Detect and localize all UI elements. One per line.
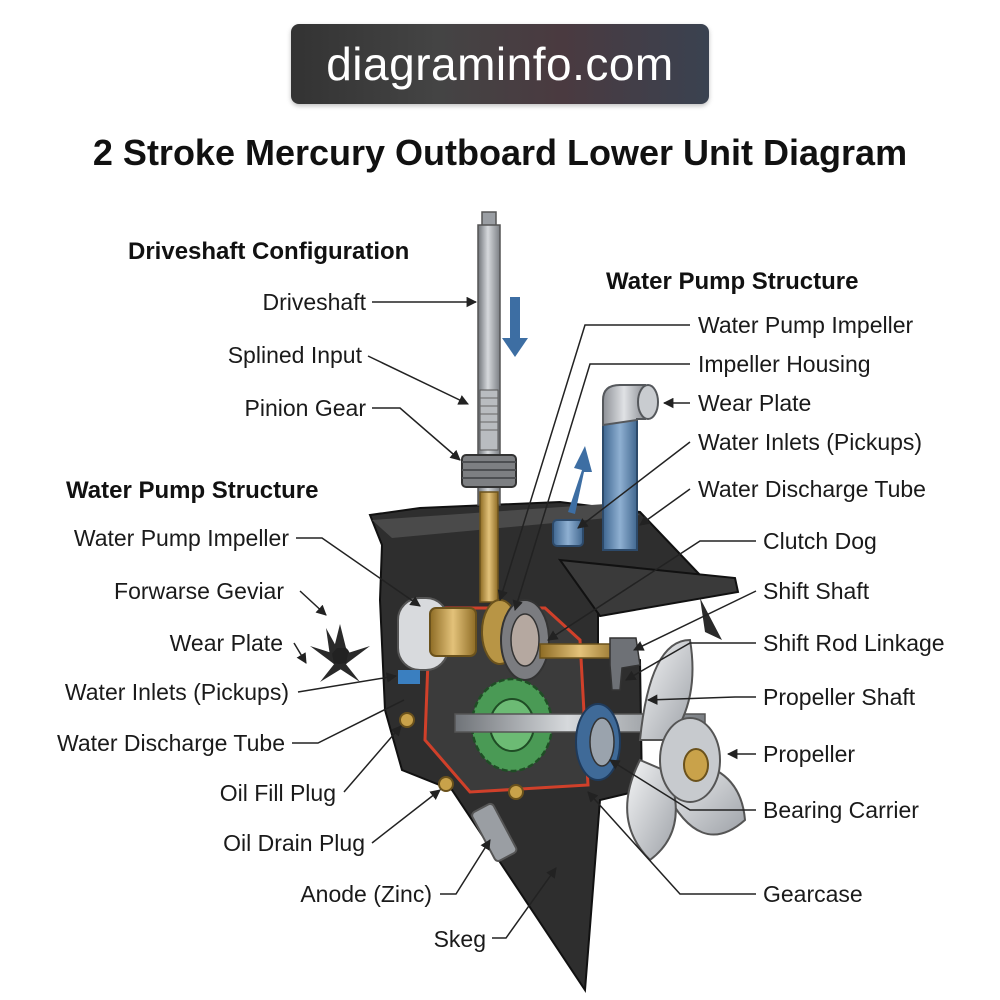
driveshaft	[477, 211, 501, 603]
label-oil-fill-plug: Oil Fill Plug	[219, 780, 336, 806]
oil-drain-plug	[438, 776, 454, 792]
heading-water-pump-structure-right: Water Pump Structure	[606, 268, 859, 295]
label-oil-drain-plug: Oil Drain Plug	[223, 830, 365, 856]
diagram-title: 2 Stroke Mercury Outboard Lower Unit Dia…	[92, 132, 908, 173]
leader-lines-right	[497, 324, 757, 895]
leader-lines-left	[292, 296, 557, 939]
water-inlet-port	[552, 519, 584, 547]
bearing-carrier	[575, 703, 621, 781]
heading-driveshaft-configuration: Driveshaft Configuration	[128, 238, 410, 265]
watermark-text: diagraminfo.com	[326, 38, 674, 90]
watermark-banner: diagraminfo.com	[291, 24, 709, 104]
elbow-opening	[637, 384, 659, 420]
label-splined-input: Splined Input	[227, 342, 362, 368]
water-pump-impeller-part	[310, 624, 370, 682]
label-shift-rod-linkage: Shift Rod Linkage	[763, 630, 945, 656]
oil-fill-plug	[399, 712, 415, 728]
label-water-pump-impeller-right: Water Pump Impeller	[698, 312, 914, 338]
propeller	[626, 638, 747, 862]
water-discharge-tube	[602, 417, 638, 551]
label-propeller: Propeller	[763, 741, 856, 767]
label-impeller-housing: Impeller Housing	[698, 351, 871, 377]
label-water-discharge-tube-right: Water Discharge Tube	[698, 476, 926, 502]
label-water-inlets-right: Water Inlets (Pickups)	[698, 429, 923, 455]
pinion-gear	[461, 454, 517, 488]
label-wear-plate-right: Wear Plate	[698, 390, 812, 416]
label-bearing-carrier: Bearing Carrier	[763, 797, 919, 823]
label-propeller-shaft: Propeller Shaft	[763, 684, 916, 710]
label-forward-gear: Forwarse Geviar	[114, 578, 284, 604]
anode-zinc	[471, 802, 518, 862]
label-shift-shaft: Shift Shaft	[763, 578, 870, 604]
shift-rod-linkage	[539, 637, 641, 691]
anti-ventilation-plate	[557, 558, 740, 618]
label-water-inlets-left: Water Inlets (Pickups)	[64, 679, 289, 705]
label-clutch-dog: Clutch Dog	[763, 528, 877, 554]
heading-water-pump-structure-left: Water Pump Structure	[66, 477, 319, 504]
plate-fin	[700, 598, 722, 640]
label-skeg: Skeg	[433, 926, 486, 952]
forward-gear-assembly	[429, 599, 550, 681]
label-driveshaft: Driveshaft	[262, 289, 366, 315]
flow-arrows	[502, 297, 592, 514]
label-water-discharge-tube-left: Water Discharge Tube	[57, 730, 285, 756]
label-pinion-gear: Pinion Gear	[244, 395, 366, 421]
label-wear-plate-left: Wear Plate	[169, 630, 283, 656]
oil-drain-plug-2	[508, 784, 524, 800]
label-water-pump-impeller-left: Water Pump Impeller	[73, 525, 289, 551]
label-gearcase: Gearcase	[763, 881, 863, 907]
water-tube-elbow	[602, 384, 646, 427]
label-anode-zinc: Anode (Zinc)	[300, 881, 432, 907]
